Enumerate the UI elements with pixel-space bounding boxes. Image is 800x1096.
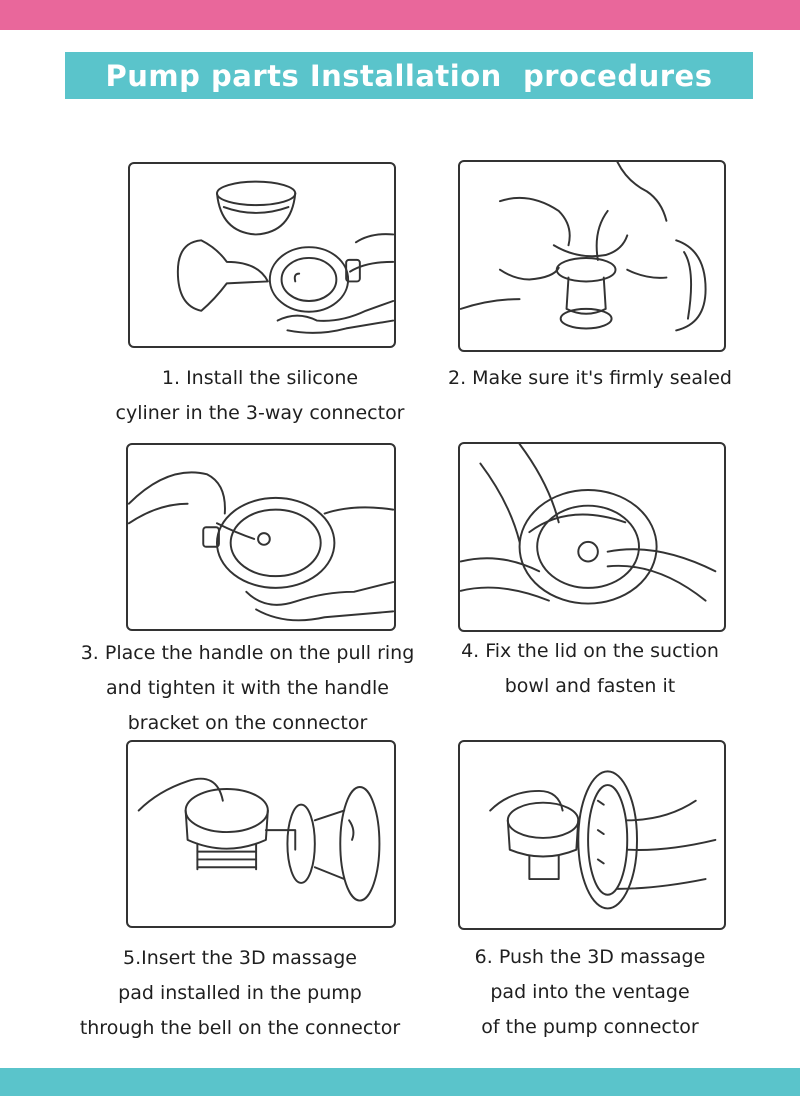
step-5-caption-line-3: through the bell on the connector: [79, 1017, 401, 1039]
step-5-caption-line-2: pad installed in the pump: [118, 982, 362, 1004]
step-6-caption-line-3: of the pump connector: [481, 1016, 699, 1038]
step-2-caption-line-1: 2. Make sure it's firmly sealed: [448, 367, 732, 389]
top-color-stripe: [0, 0, 800, 30]
title-banner: Pump parts Installation procedures: [65, 52, 753, 99]
step-2-illustration: [458, 160, 726, 352]
step-1-illustration: [128, 162, 396, 348]
step-6-caption-line-2: pad into the ventage: [490, 981, 690, 1003]
step-6-illustration: [458, 740, 726, 930]
step-4-caption-line-2: bowl and fasten it: [504, 675, 676, 697]
step-2-caption: 2. Make sure it's firmly sealed: [410, 361, 770, 396]
page-title: Pump parts Installation procedures: [105, 58, 713, 93]
step-4-illustration: [458, 442, 726, 632]
step-3-caption-line-2: and tighten it with the handle: [106, 677, 389, 699]
step-3-caption: 3. Place the handle on the pull ring and…: [50, 636, 445, 741]
step-1-caption: 1. Install the silicone cyliner in the 3…: [60, 361, 460, 431]
step-5-caption: 5.Insert the 3D massage pad installed in…: [40, 941, 440, 1046]
step-1-caption-line-2: cyliner in the 3-way connector: [115, 402, 405, 424]
step-4-caption-line-1: 4. Fix the lid on the suction: [461, 640, 719, 662]
step-4-caption: 4. Fix the lid on the suction bowl and f…: [430, 634, 750, 704]
step-3-caption-line-1: 3. Place the handle on the pull ring: [80, 642, 415, 664]
step-6-caption: 6. Push the 3D massage pad into the vent…: [430, 940, 750, 1045]
step-3-illustration: [126, 443, 396, 631]
step-5-illustration: [126, 740, 396, 928]
step-1-caption-line-1: 1. Install the silicone: [161, 367, 359, 389]
step-6-caption-line-1: 6. Push the 3D massage: [474, 946, 706, 968]
bottom-color-stripe: [0, 1068, 800, 1096]
step-5-caption-line-1: 5.Insert the 3D massage: [123, 947, 357, 969]
step-3-caption-line-3: bracket on the connector: [127, 712, 368, 734]
